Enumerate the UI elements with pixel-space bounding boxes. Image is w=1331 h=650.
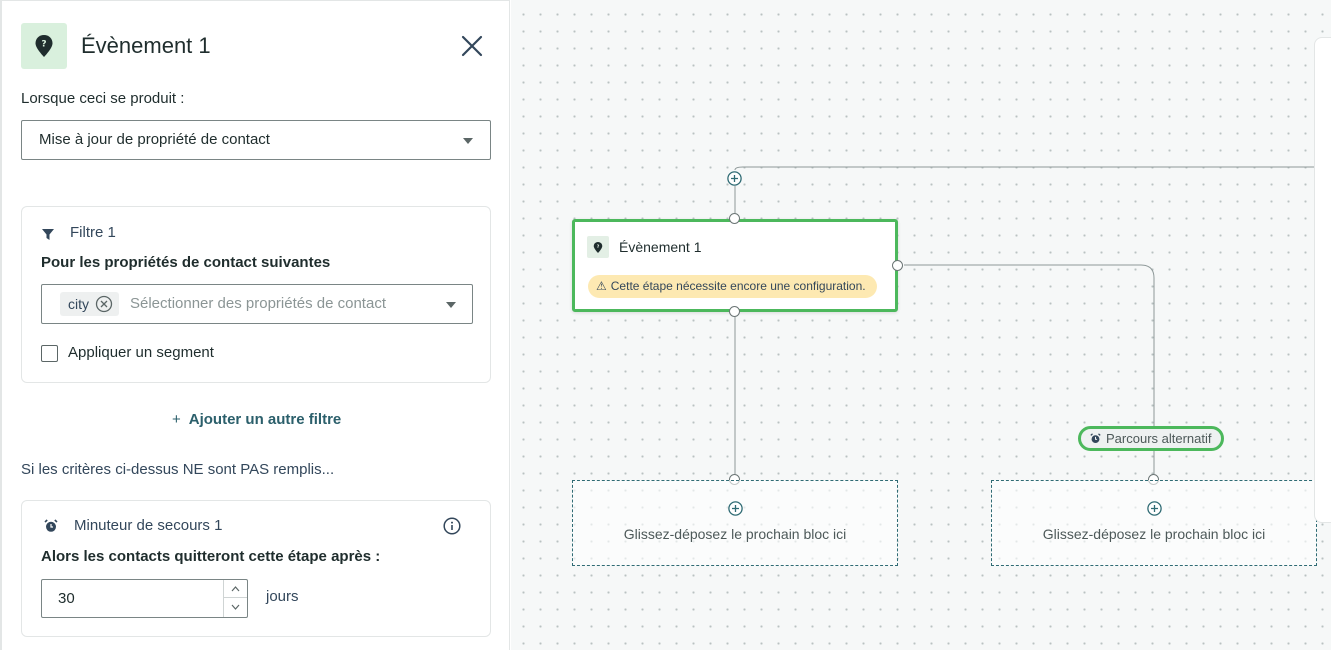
filter-card: Filtre 1 Pour les propriétés de contact …: [21, 206, 491, 383]
contact-properties-select[interactable]: city Sélectionner des propriétés de cont…: [41, 284, 473, 324]
circle-x-icon[interactable]: [95, 295, 113, 313]
plus-icon: +: [172, 411, 181, 428]
chevron-up-icon[interactable]: [224, 580, 247, 598]
funnel-icon: [42, 227, 54, 245]
property-tag-label: city: [68, 296, 89, 312]
add-filter-label: Ajouter un autre filtre: [188, 411, 342, 428]
alternate-path-label: Parcours alternatif: [1106, 431, 1212, 446]
warning-icon: ⚠: [596, 279, 607, 293]
close-icon[interactable]: [459, 33, 485, 59]
close-button[interactable]: [459, 33, 485, 59]
timer-title: Minuteur de secours 1: [74, 517, 223, 534]
trigger-select[interactable]: Mise à jour de propriété de contact: [21, 120, 491, 160]
alternate-path-badge[interactable]: Parcours alternatif: [1078, 426, 1224, 451]
map-pin-icon: ?: [21, 23, 67, 69]
timer-duration-input[interactable]: [42, 580, 222, 617]
panel-header: ? Évènement 1: [21, 23, 491, 69]
info-icon[interactable]: [443, 517, 461, 540]
alarm-clock-icon: [44, 519, 58, 538]
timer-unit: jours: [266, 588, 299, 605]
workflow-canvas[interactable]: ? Évènement 1 ⚠Cette étape nécessite enc…: [511, 0, 1331, 650]
property-tag: city: [60, 292, 119, 316]
trigger-select-value: Mise à jour de propriété de contact: [39, 131, 270, 148]
drop-zone-text: Glissez-déposez le prochain bloc ici: [623, 526, 847, 542]
node-input-handle[interactable]: [729, 213, 740, 224]
node-output-handle[interactable]: [729, 306, 740, 317]
map-pin-icon: ?: [587, 236, 609, 258]
add-step-button[interactable]: [727, 171, 742, 186]
drop-zone-main[interactable]: Glissez-déposez le prochain bloc ici: [572, 480, 898, 566]
plus-circle-icon[interactable]: [1147, 501, 1162, 521]
filter-subtitle: Pour les propriétés de contact suivantes: [41, 254, 331, 271]
event-node[interactable]: ? Évènement 1 ⚠Cette étape nécessite enc…: [572, 219, 898, 312]
remove-tag-button[interactable]: [95, 295, 113, 313]
configuration-warning-badge: ⚠Cette étape nécessite encore une config…: [588, 275, 877, 298]
drop-zone-text: Glissez-déposez le prochain bloc ici: [1042, 526, 1266, 542]
fallback-timer-card: Minuteur de secours 1 Alors les contacts…: [21, 500, 491, 637]
chevron-down-icon[interactable]: [224, 598, 247, 616]
segment-checkbox[interactable]: [41, 345, 58, 362]
plus-circle-icon[interactable]: [728, 501, 743, 521]
fallback-intro: Si les critères ci-dessus NE sont PAS re…: [21, 461, 335, 478]
node-title: Évènement 1: [619, 239, 702, 255]
segment-checkbox-label[interactable]: Appliquer un segment: [68, 344, 214, 361]
adjacent-node-edge[interactable]: [1314, 37, 1331, 523]
node-side-handle[interactable]: [892, 260, 903, 271]
decrement-button[interactable]: [224, 598, 247, 616]
chevron-down-icon: [463, 138, 473, 144]
add-filter-button[interactable]: + Ajouter un autre filtre: [172, 411, 341, 428]
panel-title: Évènement 1: [81, 33, 211, 58]
trigger-label: Lorsque ceci se produit :: [21, 90, 185, 107]
timer-duration-stepper[interactable]: [41, 579, 248, 618]
event-config-panel: ? Évènement 1 Lorsque ceci se produit : …: [0, 0, 510, 650]
alarm-clock-icon: [1090, 430, 1101, 449]
chevron-down-icon: [446, 302, 456, 308]
connector-lines: [734, 166, 1316, 474]
configuration-warning-text: Cette étape nécessite encore une configu…: [610, 279, 866, 293]
filter-title: Filtre 1: [70, 224, 116, 241]
plus-circle-icon[interactable]: [727, 171, 742, 186]
drop-zone-alternate[interactable]: Glissez-déposez le prochain bloc ici: [991, 480, 1317, 566]
timer-subtitle: Alors les contacts quitteront cette étap…: [41, 548, 381, 565]
stepper-controls: [223, 580, 247, 617]
properties-placeholder: Sélectionner des propriétés de contact: [130, 295, 386, 312]
increment-button[interactable]: [224, 580, 247, 598]
svg-text:?: ?: [41, 40, 46, 50]
svg-text:?: ?: [597, 243, 600, 249]
